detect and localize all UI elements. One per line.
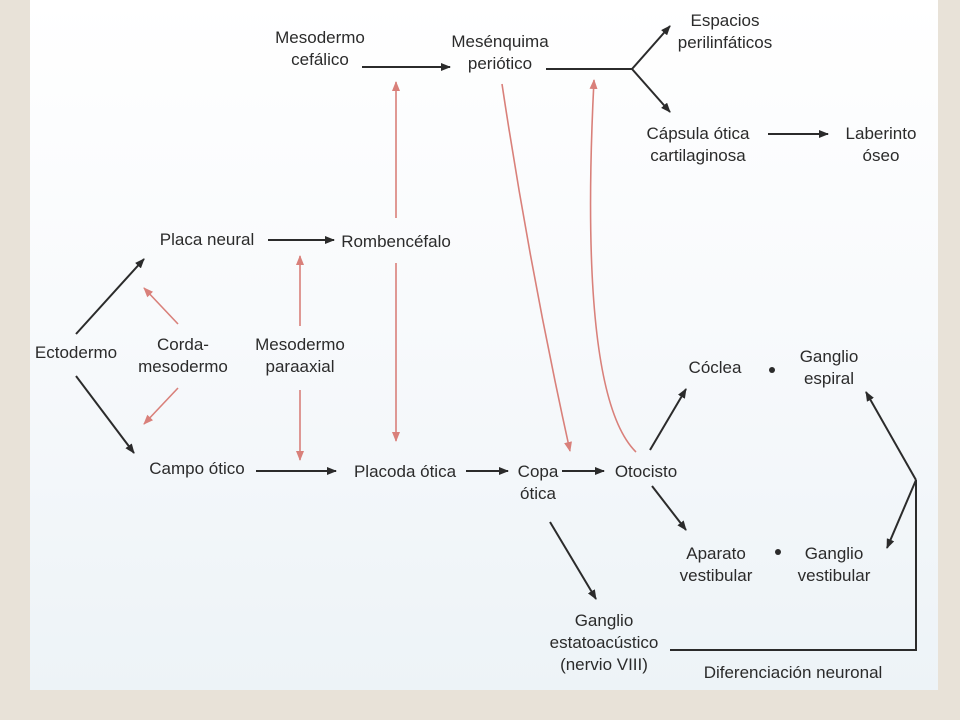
diagram-canvas: Mesodermo cefálico Mesénquima periótico …: [30, 0, 938, 690]
line-diferenciacion-neuronal: [670, 480, 917, 651]
arrow-cordamesodermo-to-campo: [143, 387, 179, 425]
node-mesodermo-paraaxial: Mesodermo paraaxial: [255, 335, 345, 376]
node-ganglio-espiral: Ganglio espiral: [799, 347, 859, 388]
arrow-otocisto-to-mesenquima: [589, 79, 637, 453]
arrow-to-ganglio-vestibular: [886, 479, 917, 549]
arrow-otocisto-to-coclea: [649, 388, 687, 451]
node-otocisto: Otocisto: [614, 462, 678, 481]
arrow-otocisto-to-aparato: [651, 485, 687, 531]
node-placa-neural: Placa neural: [159, 230, 255, 249]
node-campo-otico: Campo ótico: [149, 459, 245, 478]
bullet-dot: [775, 549, 781, 555]
node-diferenciacion-neuronal: Diferenciación neuronal: [703, 663, 883, 682]
node-copa-otica: Copa ótica: [517, 462, 559, 503]
node-capsula-otica: Cápsula ótica cartilaginosa: [646, 124, 750, 165]
node-rombencefalo: Rombencéfalo: [341, 232, 451, 251]
arrow-to-ganglio-espiral: [865, 391, 917, 481]
node-mesenquima-periotico: Mesénquima periótico: [451, 32, 549, 73]
node-mesodermo-cefalico: Mesodermo cefálico: [275, 28, 365, 69]
arrow-copa-to-ganglio-estatoacustico: [549, 521, 597, 600]
arrow-cordamesodermo-to-placa: [143, 287, 179, 325]
diagram-arrows: [75, 25, 917, 651]
node-ganglio-estatoacustico: Ganglio estatoacústico (nervio VIII): [549, 611, 659, 674]
arrow-mesenquima-to-copa: [501, 83, 572, 452]
node-coclea: Cóclea: [688, 358, 742, 377]
arrow-ectodermo-to-campo: [75, 375, 135, 454]
node-aparato-vestibular: Aparato vestibular: [679, 544, 753, 585]
node-laberinto-oseo: Laberinto óseo: [845, 124, 917, 165]
arrow-split-to-espacios: [631, 25, 671, 70]
arrow-split-to-capsula: [631, 68, 671, 113]
arrow-ectodermo-to-placa: [75, 258, 145, 335]
node-espacios-perilinfaticos: Espacios perilinfáticos: [677, 11, 773, 52]
node-ganglio-vestibular: Ganglio vestibular: [797, 544, 871, 585]
node-ectodermo: Ectodermo: [34, 343, 118, 362]
bullet-dot: [769, 367, 775, 373]
node-cordamesodermo: Corda- mesodermo: [138, 335, 228, 376]
node-placoda-otica: Placoda ótica: [353, 462, 457, 481]
